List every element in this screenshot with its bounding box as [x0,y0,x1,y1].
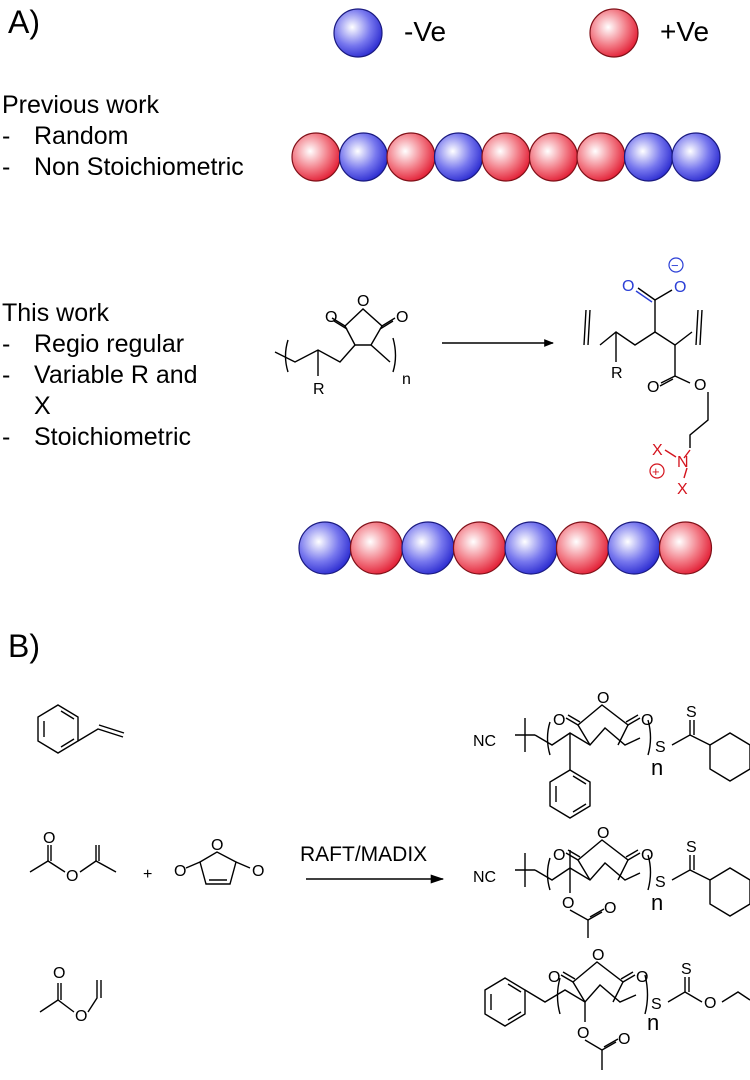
positive-bead [555,521,610,575]
positive-bead [291,132,341,182]
repeat-unit-label: n [651,755,663,780]
substituent-label: R [313,381,325,398]
atom-label: O [647,379,659,396]
atom-label: S [651,996,662,1013]
atom-label: O [211,837,223,854]
atom-label: O [325,309,337,326]
positive-bead [528,132,579,182]
negative-bead [504,521,558,575]
negative-bead [338,132,389,182]
atom-label: O [53,965,65,982]
panel-b-label: B) [8,628,40,664]
atom-label: O [252,863,264,880]
positive-bead [576,132,626,182]
charge-label: − [671,258,679,273]
this-work-block: This work -Regio regular -Variable R and… [2,298,198,453]
this-work-item: X [34,392,51,420]
atom-label: N [677,454,689,471]
atom-label: O [592,947,604,964]
previous-work-bead-chain [291,132,721,182]
atom-label: NC [473,869,496,886]
atom-label: S [655,739,666,756]
negative-bead [298,521,352,575]
atom-label: O [694,377,706,394]
atom-label: O [597,690,609,707]
isopropenyl-acetate-copolymer-product [515,839,750,938]
negative-charge-icon [668,257,684,273]
atom-label: O [75,1008,87,1025]
atom-label: O [357,293,369,310]
this-work-item: -Variable R and [2,361,198,389]
this-work-item: -Regio regular [2,330,185,358]
positive-bead [658,521,713,575]
atom-label: O [636,969,648,986]
atom-label: O [43,830,55,847]
zwitterion-product-structure [583,287,709,448]
repeat-unit-label: n [402,371,411,388]
styrene-structure [37,704,125,754]
reaction-condition-label: RAFT/MADIX [300,843,427,866]
negative-bead [671,132,721,182]
legend-positive-label: +Ve [660,16,710,47]
legend-positive-bead [589,8,639,58]
positive-bead [386,132,436,182]
atom-label: O [562,895,574,912]
repeat-unit-label: n [647,1010,659,1035]
legend-negative-label: -Ve [404,16,447,47]
charge-label: + [652,464,660,479]
this-work-bead-chain [298,521,713,575]
plus-sign: + [143,866,152,883]
panel-a-label: A) [8,4,40,40]
repeat-unit-label: n [651,890,663,915]
previous-work-item: -Random [2,122,129,150]
styrene-copolymer-product [515,704,750,819]
maleic-anhydride-structure [185,851,251,885]
previous-work-heading: Previous work [2,91,159,119]
isopropenyl-acetate-structure [29,845,117,873]
negative-bead [401,521,455,575]
atom-label: O [548,969,560,986]
atom-label: S [686,704,697,721]
previous-work-block: Previous work -Random -Non Stoichiometri… [2,90,244,183]
previous-work-item: -Non Stoichiometric [2,153,244,181]
legend-negative-bead [333,8,383,58]
atom-label: S [686,839,697,856]
atom-label: O [674,279,686,296]
atom-label: O [396,309,408,326]
atom-label: O [618,1031,630,1048]
negative-bead [433,132,484,182]
atom-label: O [604,900,616,917]
positive-bead [452,521,507,575]
anhydride-copolymer-structure [274,308,397,376]
this-work-item: -Stoichiometric [2,423,191,451]
this-work-heading: This work [2,299,109,327]
substituent-label: X [677,481,688,498]
atom-label: NC [473,733,496,750]
atom-label: O [641,847,653,864]
atom-label: O [553,712,565,729]
substituent-label: R [611,365,623,382]
atom-label: S [655,874,666,891]
negative-bead [607,521,661,575]
vinyl-acetate-structure [39,980,102,1013]
vinyl-acetate-copolymer-product [484,961,750,1070]
atom-label: O [704,995,716,1012]
atom-label: O [577,1025,589,1042]
atom-label: S [681,961,692,978]
atom-label: O [66,868,78,885]
substituent-label: X [652,442,663,459]
positive-charge-icon [649,463,665,479]
atom-label: O [622,278,634,295]
positive-bead [349,521,404,575]
atom-label: O [553,847,565,864]
positive-bead [481,132,531,182]
negative-bead [623,132,674,182]
atom-label: O [597,825,609,842]
atom-label: O [641,712,653,729]
atom-label: O [174,863,186,880]
